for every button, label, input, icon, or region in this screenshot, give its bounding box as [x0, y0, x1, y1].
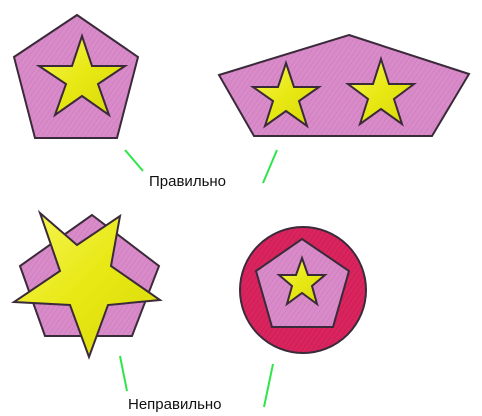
pointer-line: [120, 356, 127, 391]
pointer-line: [264, 364, 273, 407]
incorrect-circle-pentagon-star-example: [240, 227, 366, 353]
caption-correct: Правильно: [149, 174, 226, 189]
correct-two-stars-example: [219, 35, 469, 136]
pointer-line: [125, 150, 143, 171]
caption-incorrect: Неправильно: [128, 397, 222, 412]
correct-single-star-example: [14, 15, 138, 138]
pointer-line: [263, 150, 277, 183]
incorrect-overlapping-star-example: [14, 213, 160, 357]
pentagon-shape: [219, 35, 469, 136]
